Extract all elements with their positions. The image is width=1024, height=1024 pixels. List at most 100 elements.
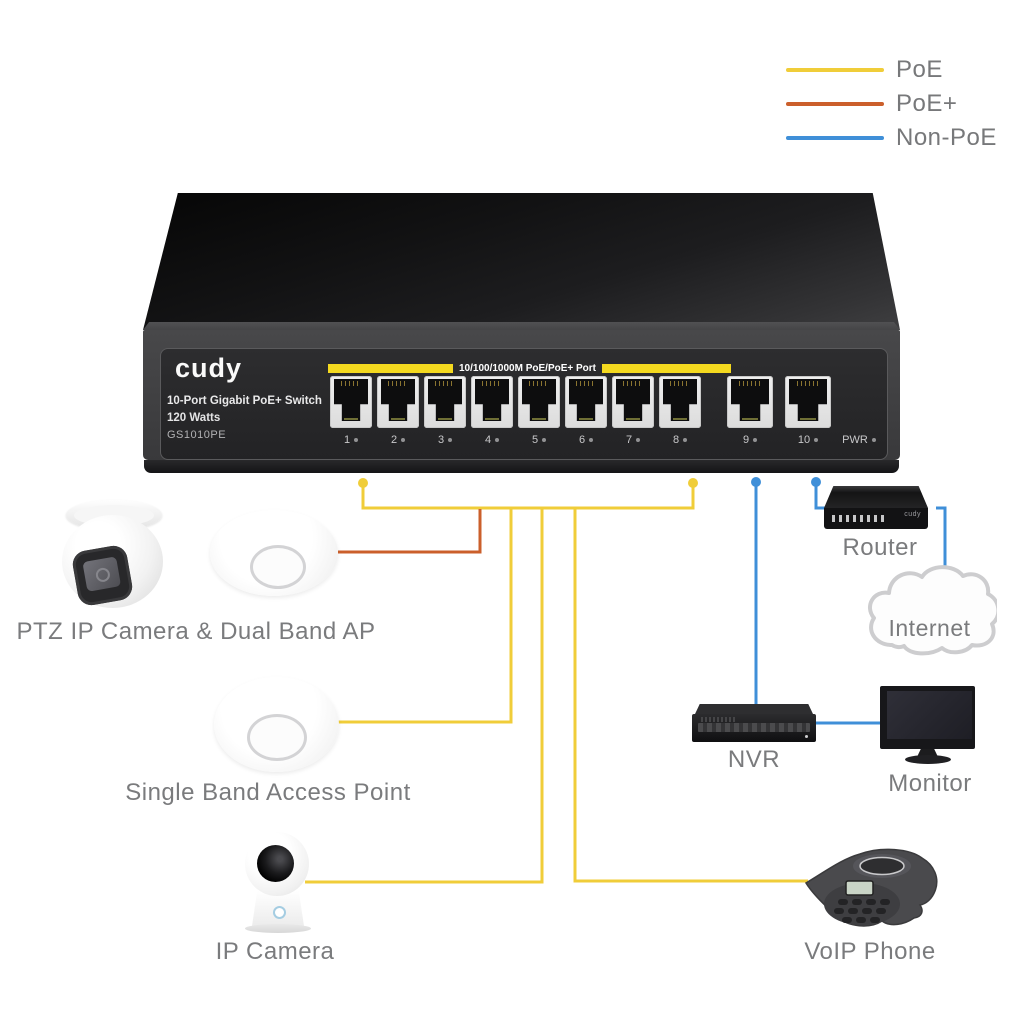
- port-led: [448, 438, 453, 442]
- monitor-screen: [887, 691, 972, 739]
- rj45-jack: [424, 376, 466, 428]
- single-ap-cable: [338, 508, 513, 724]
- router-port-leds: [832, 515, 888, 522]
- nvr-label: NVR: [727, 746, 781, 773]
- switch-wattage: 120 Watts: [167, 412, 221, 424]
- camera-lens: [257, 845, 294, 882]
- port-number: 3: [437, 434, 445, 446]
- port-led: [683, 438, 688, 442]
- ptz-ip-camera: [60, 496, 166, 616]
- ip-camera-cable: [305, 508, 544, 884]
- port-number: 5: [531, 434, 539, 446]
- internet-cloud: Internet: [862, 558, 1001, 658]
- legend-item-poe: PoE: [786, 55, 997, 83]
- voip-phone-label: VoIP Phone: [804, 938, 936, 965]
- nvr-led: [805, 735, 808, 738]
- camera-lens: [70, 543, 135, 608]
- port-led: [354, 438, 359, 442]
- rj45-port: 8: [659, 376, 701, 447]
- switch-top-chamfer: [143, 322, 900, 330]
- uplink-ports-group: 9 10: [727, 376, 831, 447]
- rj45-port: 9: [727, 376, 773, 447]
- port-number: 2: [390, 434, 398, 446]
- dual-ap-poe-plus-cable: [338, 509, 482, 554]
- poe-bar-segment-left: [328, 364, 453, 373]
- router-internet-cable: [936, 506, 947, 572]
- switch-front-face: cudy 10-Port Gigabit PoE+ Switch 120 Wat…: [143, 330, 900, 460]
- switch-front-panel: cudy 10-Port Gigabit PoE+ Switch 120 Wat…: [160, 348, 888, 460]
- brand-logo: cudy: [175, 353, 243, 383]
- poe-ports-group: 1 2 3 4 5 6 7 8: [330, 376, 701, 447]
- voip-phone-shape: [804, 848, 938, 927]
- port-number: 4: [484, 434, 492, 446]
- nvr-buttons: [698, 723, 810, 732]
- port-led: [495, 438, 500, 442]
- pwr-led: [871, 438, 876, 442]
- rj45-port: 2: [377, 376, 419, 447]
- port-led: [589, 438, 594, 442]
- poe-line-swatch: [786, 67, 884, 72]
- port-number: 9: [742, 434, 750, 446]
- rj45-jack: [565, 376, 607, 428]
- poe-plus-line-swatch: [786, 101, 884, 106]
- rj45-jack: [612, 376, 654, 428]
- router-brand: cudy: [904, 511, 921, 518]
- ip-camera: [243, 830, 315, 934]
- ap-center-ring: [250, 545, 306, 589]
- rj45-port: 1: [330, 376, 372, 447]
- poe-bus-cable: [361, 483, 695, 510]
- poe-plug-port8: [688, 478, 698, 488]
- voip-cable: [573, 508, 808, 883]
- rj45-port: 5: [518, 376, 560, 447]
- router: cudy: [824, 486, 928, 531]
- poe-bar-label: 10/100/1000M PoE/PoE+ Port: [459, 363, 597, 374]
- poe-plug-port1: [358, 478, 368, 488]
- non-poe-plug-port10: [811, 477, 821, 487]
- rj45-jack: [518, 376, 560, 428]
- poe-port-bar: 10/100/1000M PoE/PoE+ Port: [328, 363, 732, 374]
- legend-label: PoE: [896, 55, 943, 83]
- single-ap-label: Single Band Access Point: [125, 779, 411, 806]
- internet-label: Internet: [888, 615, 971, 641]
- pwr-label: PWR: [842, 434, 868, 446]
- rj45-port: 3: [424, 376, 466, 447]
- status-light: [273, 906, 286, 919]
- rj45-port: 10: [785, 376, 831, 447]
- port-led: [753, 438, 758, 442]
- non-poe-line-swatch: [786, 135, 884, 140]
- port-number: 6: [578, 434, 586, 446]
- legend-label: Non-PoE: [896, 123, 997, 151]
- single-band-ap: [214, 677, 339, 772]
- legend-label: PoE+: [896, 89, 958, 117]
- port-led: [542, 438, 547, 442]
- nvr: [692, 704, 816, 744]
- poe-bar-segment-right: [602, 364, 732, 373]
- monitor-label: Monitor: [888, 770, 972, 797]
- ip-camera-label: IP Camera: [215, 938, 335, 965]
- rj45-jack: [471, 376, 513, 428]
- dual-band-ap: [210, 510, 338, 596]
- voip-phone: [798, 843, 946, 931]
- switch-top-face: [143, 193, 900, 330]
- rj45-port: 6: [565, 376, 607, 447]
- legend-item-poe-plus: PoE+: [786, 89, 997, 117]
- rj45-jack: [785, 376, 831, 428]
- port-number: 8: [672, 434, 680, 446]
- poe-switch: cudy 10-Port Gigabit PoE+ Switch 120 Wat…: [143, 193, 900, 474]
- switch-bottom-bevel: [144, 460, 899, 473]
- rj45-jack: [377, 376, 419, 428]
- port-led: [636, 438, 641, 442]
- rj45-port: 7: [612, 376, 654, 447]
- switch-description: 10-Port Gigabit PoE+ Switch: [167, 395, 322, 407]
- non-poe-plug-port9: [751, 477, 761, 487]
- router-label: Router: [842, 534, 918, 561]
- port-number: 10: [797, 434, 811, 446]
- legend: PoE PoE+ Non-PoE: [786, 55, 997, 151]
- legend-item-non-poe: Non-PoE: [786, 123, 997, 151]
- switch-model: GS1010PE: [167, 429, 227, 441]
- rj45-jack: [659, 376, 701, 428]
- ports-row: 1 2 3 4 5 6 7 8 9 10 PWR: [330, 376, 881, 447]
- port-number: 1: [343, 434, 351, 446]
